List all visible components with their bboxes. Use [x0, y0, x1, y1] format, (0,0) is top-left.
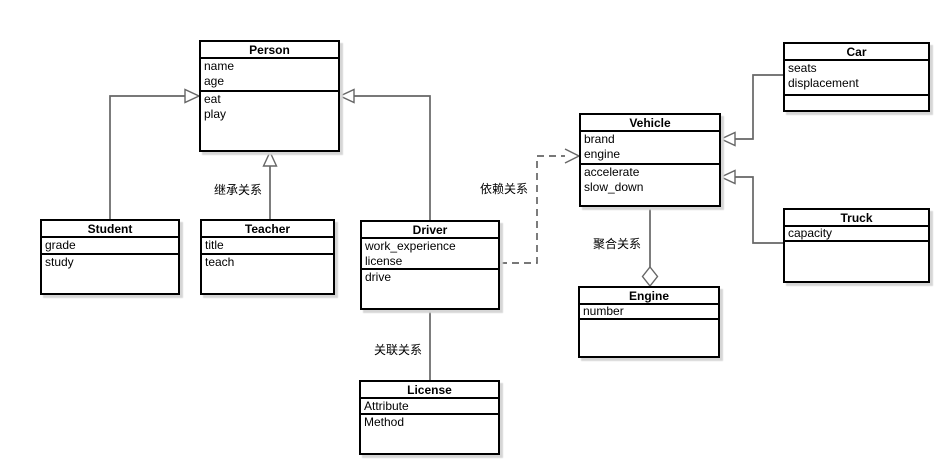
class-person[interactable]: Person name age eat play	[199, 40, 340, 152]
edge-label-inheritance: 继承关系	[213, 183, 264, 198]
edge-label-dependency: 依赖关系	[479, 182, 530, 197]
attribute-section: work_experience license	[362, 239, 498, 270]
class-title: Truck	[785, 210, 928, 227]
method-section: study	[42, 255, 178, 270]
method-section: drive	[362, 270, 498, 285]
method-section: eat play	[201, 92, 338, 122]
edge-driver-person-inheritance	[338, 88, 431, 220]
attribute-section: name age	[201, 59, 338, 92]
attribute: work_experience	[365, 239, 456, 253]
class-title: Engine	[580, 288, 718, 305]
class-engine[interactable]: Engine number	[578, 286, 720, 358]
method: teach	[205, 255, 235, 269]
method-section: accelerate slow_down	[581, 165, 719, 195]
hollow-triangle-arrowhead	[719, 169, 736, 185]
attribute: age	[204, 74, 225, 88]
hollow-triangle-arrowhead	[719, 131, 736, 147]
method: study	[45, 255, 74, 269]
attribute-section: capacity	[785, 227, 928, 242]
class-title: Car	[785, 44, 928, 61]
class-title: Student	[42, 221, 178, 238]
edge-driver-vehicle-dependency	[500, 148, 581, 264]
class-vehicle[interactable]: Vehicle brand engine accelerate slow_dow…	[579, 113, 721, 207]
edge-student-person-inheritance	[109, 88, 201, 219]
method: drive	[365, 270, 392, 284]
edge-vehicle-engine-aggregation	[641, 207, 659, 288]
class-driver[interactable]: Driver work_experience license drive	[360, 220, 500, 310]
attribute-section: brand engine	[581, 132, 719, 165]
attribute-section: number	[580, 305, 718, 320]
attribute: brand	[584, 132, 615, 146]
class-license[interactable]: License Attribute Method	[359, 380, 500, 455]
attribute-section: seats displacement	[785, 61, 928, 96]
method-section: teach	[202, 255, 333, 270]
attribute: license	[365, 254, 403, 268]
method: play	[204, 107, 227, 121]
edge-teacher-person-inheritance	[262, 150, 278, 219]
class-title: Teacher	[202, 221, 333, 238]
attribute: title	[205, 238, 224, 252]
attribute-section: title	[202, 238, 333, 255]
edge-car-vehicle-inheritance	[719, 74, 783, 147]
attribute: engine	[584, 147, 621, 161]
open-arrowhead	[564, 148, 581, 164]
attribute: seats	[788, 61, 817, 75]
attribute: name	[204, 59, 235, 73]
class-title: Vehicle	[581, 115, 719, 132]
class-title: Driver	[362, 222, 498, 239]
hollow-triangle-arrowhead	[184, 88, 201, 104]
hollow-triangle-arrowhead	[338, 88, 355, 104]
hollow-diamond	[641, 265, 659, 288]
method: eat	[204, 92, 221, 106]
attribute: displacement	[788, 76, 859, 90]
method-section: Method	[361, 415, 498, 430]
method: Method	[364, 415, 405, 429]
class-car[interactable]: Car seats displacement	[783, 42, 930, 112]
attribute: capacity	[788, 227, 833, 240]
attribute-section: Attribute	[361, 399, 498, 415]
method: accelerate	[584, 165, 640, 179]
class-title: License	[361, 382, 498, 399]
class-student[interactable]: Student grade study	[40, 219, 180, 295]
class-teacher[interactable]: Teacher title teach	[200, 219, 335, 295]
edge-label-association: 关联关系	[373, 343, 424, 358]
attribute: grade	[45, 238, 76, 252]
edge-label-aggregation: 聚合关系	[592, 237, 643, 252]
hollow-triangle-arrowhead	[262, 150, 278, 167]
attribute: Attribute	[364, 399, 409, 413]
edge-truck-vehicle-inheritance	[719, 169, 783, 244]
method: slow_down	[584, 180, 644, 194]
class-title: Person	[201, 42, 338, 59]
attribute: number	[583, 305, 624, 318]
class-truck[interactable]: Truck capacity	[783, 208, 930, 283]
attribute-section: grade	[42, 238, 178, 255]
